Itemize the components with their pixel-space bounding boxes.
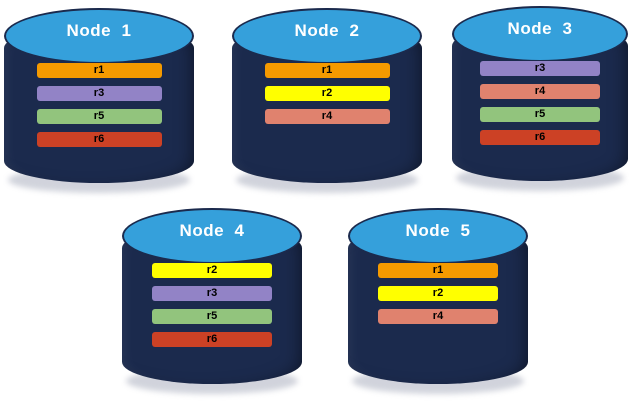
record-bar[interactable]: r2 — [152, 263, 272, 278]
record-bar[interactable]: r3 — [36, 86, 162, 101]
record-list: r1 r2 r4 — [232, 63, 422, 124]
node-title: Node 3 — [507, 19, 573, 38]
node-title: Node 4 — [179, 221, 245, 240]
record-bar[interactable]: r3 — [152, 286, 272, 301]
record-bar[interactable]: r1 — [378, 263, 498, 278]
record-bar[interactable]: r4 — [378, 309, 498, 324]
node-title: Node 2 — [294, 21, 360, 40]
record-bar[interactable]: r1 — [264, 63, 390, 78]
record-bar[interactable]: r3 — [480, 61, 600, 76]
record-bar[interactable]: r1 — [36, 63, 162, 78]
node-3[interactable]: Node 3 r3 r4 r5 r6 — [452, 6, 628, 191]
cylinder-top-ellipse — [348, 208, 528, 264]
record-list: r2 r3 r5 r6 — [122, 263, 302, 347]
record-bar[interactable]: r2 — [378, 286, 498, 301]
record-bar[interactable]: r5 — [480, 107, 600, 122]
record-list: r1 r3 r5 r6 — [4, 63, 194, 147]
node-5[interactable]: Node 5 r1 r2 r4 — [348, 208, 528, 394]
record-bar[interactable]: r4 — [264, 109, 390, 124]
record-list: r3 r4 r5 r6 — [452, 61, 628, 145]
record-bar[interactable]: r5 — [152, 309, 272, 324]
node-title: Node 1 — [66, 21, 132, 40]
record-bar[interactable]: r6 — [152, 332, 272, 347]
node-4[interactable]: Node 4 r2 r3 r5 r6 — [122, 208, 302, 394]
node-2[interactable]: Node 2 r1 r2 r4 — [232, 8, 422, 193]
record-bar[interactable]: r6 — [36, 132, 162, 147]
record-bar[interactable]: r4 — [480, 84, 600, 99]
node-title: Node 5 — [405, 221, 471, 240]
node-1[interactable]: Node 1 r1 r3 r5 r6 — [4, 8, 194, 193]
record-bar[interactable]: r5 — [36, 109, 162, 124]
record-list: r1 r2 r4 — [348, 263, 528, 324]
record-bar[interactable]: r2 — [264, 86, 390, 101]
record-bar[interactable]: r6 — [480, 130, 600, 145]
